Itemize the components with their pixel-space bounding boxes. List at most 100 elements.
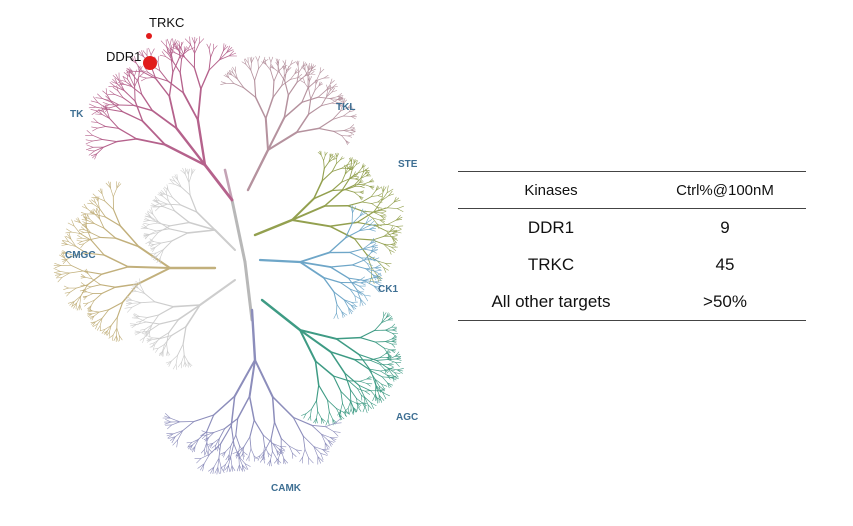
branch-camk: [263, 453, 266, 461]
branch-other: [162, 344, 165, 352]
branch-tkl: [340, 103, 344, 112]
branch-tk: [223, 44, 227, 52]
branch-cmgc: [96, 207, 98, 214]
branch-camk: [270, 438, 273, 452]
branch-tk: [105, 88, 108, 95]
branch-camk: [230, 425, 235, 445]
branch-ste: [341, 177, 351, 192]
branch-camk: [239, 453, 243, 459]
branch-ste: [377, 198, 383, 203]
branch-tk: [135, 137, 167, 146]
branch-ste: [357, 167, 363, 174]
branch-cmgc: [54, 265, 62, 269]
branch-ste: [391, 233, 398, 235]
branch-camk: [223, 464, 226, 471]
branch-ck1: [336, 312, 339, 320]
branch-ste: [355, 162, 361, 165]
branch-ste: [371, 203, 378, 208]
branch-tk: [166, 46, 172, 53]
branch-other: [141, 328, 146, 334]
branch-tkl: [332, 83, 337, 88]
branch-cmgc: [90, 315, 95, 320]
branch-other: [172, 363, 177, 370]
branch-other: [149, 344, 155, 348]
group-stem-other: [199, 279, 236, 306]
branch-ck1: [299, 261, 332, 268]
branch-agc: [380, 370, 388, 376]
branch-tk: [165, 56, 174, 63]
branch-agc: [386, 374, 391, 380]
branch-other: [144, 292, 156, 303]
branch-other: [159, 200, 168, 205]
branch-other: [149, 244, 155, 246]
branch-ck1: [365, 268, 376, 272]
branch-agc: [345, 410, 350, 415]
branch-tkl: [267, 116, 286, 151]
branch-other: [136, 320, 142, 323]
branch-tkl: [323, 75, 329, 79]
branch-other: [147, 210, 154, 215]
branch-agc: [395, 362, 400, 367]
branch-cmgc: [99, 218, 105, 229]
branch-camk: [174, 430, 184, 438]
branch-tkl: [326, 90, 331, 98]
branch-other: [171, 176, 176, 182]
branch-cmgc: [86, 208, 95, 215]
branch-agc: [338, 410, 341, 417]
branch-ck1: [373, 285, 382, 291]
branch-agc: [305, 408, 312, 415]
branch-agc: [350, 408, 354, 415]
branch-tk: [132, 70, 143, 73]
branch-cmgc: [93, 208, 98, 214]
branch-agc: [387, 364, 394, 367]
branch-ste: [395, 215, 401, 221]
branch-agc: [364, 390, 371, 395]
branch-other: [151, 342, 155, 348]
branch-ste: [386, 188, 394, 193]
branch-agc: [342, 402, 346, 411]
branch-ste: [351, 157, 353, 163]
branch-camk: [214, 466, 219, 474]
branch-ste: [331, 155, 336, 158]
branch-ste: [324, 152, 328, 156]
branch-agc: [381, 383, 385, 390]
branch-ste: [328, 159, 334, 163]
branch-ck1: [364, 252, 372, 261]
branch-other: [131, 302, 142, 304]
branch-cmgc: [54, 262, 62, 266]
branch-agc: [355, 402, 362, 406]
branch-ste: [332, 156, 336, 160]
branch-other: [180, 169, 186, 175]
branch-other: [143, 224, 150, 229]
branch-tk: [119, 79, 126, 82]
branch-ste: [370, 195, 379, 197]
branch-ste: [383, 243, 390, 251]
branch-ck1: [369, 256, 376, 259]
branch-cmgc: [98, 309, 110, 313]
branch-tkl: [220, 81, 227, 84]
branch-camk: [203, 453, 211, 465]
branch-tk: [92, 139, 103, 142]
branch-ck1: [360, 298, 364, 306]
branch-agc: [387, 359, 397, 363]
branch-other: [159, 203, 168, 205]
branch-ste: [391, 236, 398, 240]
branch-camk: [249, 419, 255, 438]
branch-cmgc: [87, 309, 93, 312]
branch-agc: [394, 372, 399, 378]
branch-tk: [142, 70, 149, 73]
branch-agc: [391, 340, 397, 343]
branch-agc: [396, 369, 404, 372]
branch-cmgc: [63, 287, 69, 290]
branch-cmgc: [85, 276, 93, 280]
branch-other: [166, 192, 169, 202]
branch-cmgc: [87, 202, 94, 205]
branch-agc: [349, 389, 352, 402]
branch-tkl: [245, 64, 252, 71]
branch-cmgc: [97, 325, 101, 331]
branch-camk: [230, 465, 233, 472]
branch-agc: [360, 394, 366, 399]
branch-other: [187, 168, 189, 175]
branch-cmgc: [121, 283, 139, 303]
branch-camk: [302, 448, 306, 458]
